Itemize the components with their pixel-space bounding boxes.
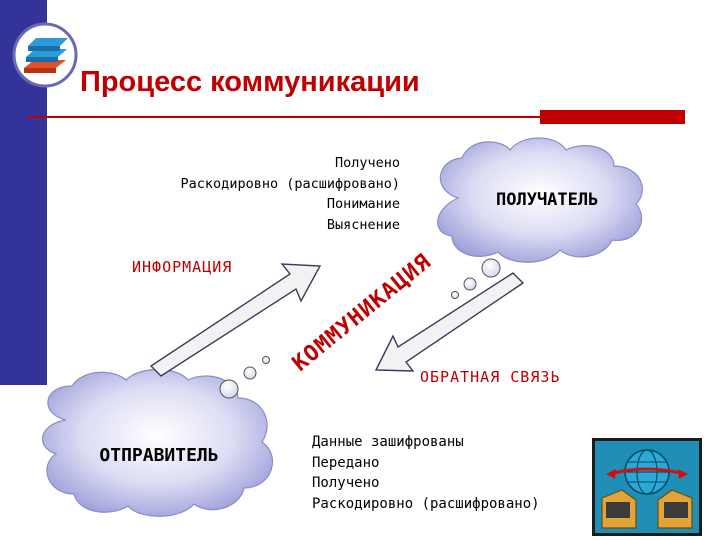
receiver-step: Понимание	[326, 196, 400, 212]
feedback-arrow	[374, 272, 525, 372]
receiver-cloud	[437, 137, 643, 263]
receiver-step: Получено	[334, 155, 400, 171]
sender-step: Передано	[312, 454, 380, 471]
bubble-large	[219, 379, 239, 399]
bubble-medium	[463, 277, 477, 291]
sender-step: Данные зашифрованы	[312, 434, 464, 450]
receiver-step: Раскодировно (расшифровано)	[180, 175, 400, 192]
receiver-label: ПОЛУЧАТЕЛЬ	[496, 190, 599, 210]
sender-label: ОТПРАВИТЕЛЬ	[99, 445, 219, 466]
receiver-steps-list: Получено Раскодировно (расшифровано) Пон…	[140, 153, 400, 235]
slide-title: Процесс коммуникации	[80, 66, 420, 98]
information-label: ИНФОРМАЦИЯ	[132, 258, 233, 276]
bubble-large	[481, 258, 501, 278]
information-arrow	[149, 263, 322, 377]
title-underline-accent	[540, 110, 685, 124]
title-underline	[28, 116, 548, 118]
feedback-label: ОБРАТНАЯ СВЯЗЬ	[420, 368, 561, 386]
sender-cloud	[41, 369, 273, 517]
sender-step: Раскодировно (расшифровано)	[312, 495, 540, 512]
sender-steps-list: Данные зашифрованы Передано Получено Рас…	[312, 432, 540, 514]
network-computers-icon	[592, 438, 702, 536]
bubble-small	[451, 291, 459, 299]
books-logo-icon	[12, 22, 78, 88]
bubble-small	[262, 356, 270, 364]
bubble-medium	[243, 366, 257, 380]
sender-step: Получено	[312, 475, 380, 491]
receiver-step: Выяснение	[326, 216, 400, 233]
